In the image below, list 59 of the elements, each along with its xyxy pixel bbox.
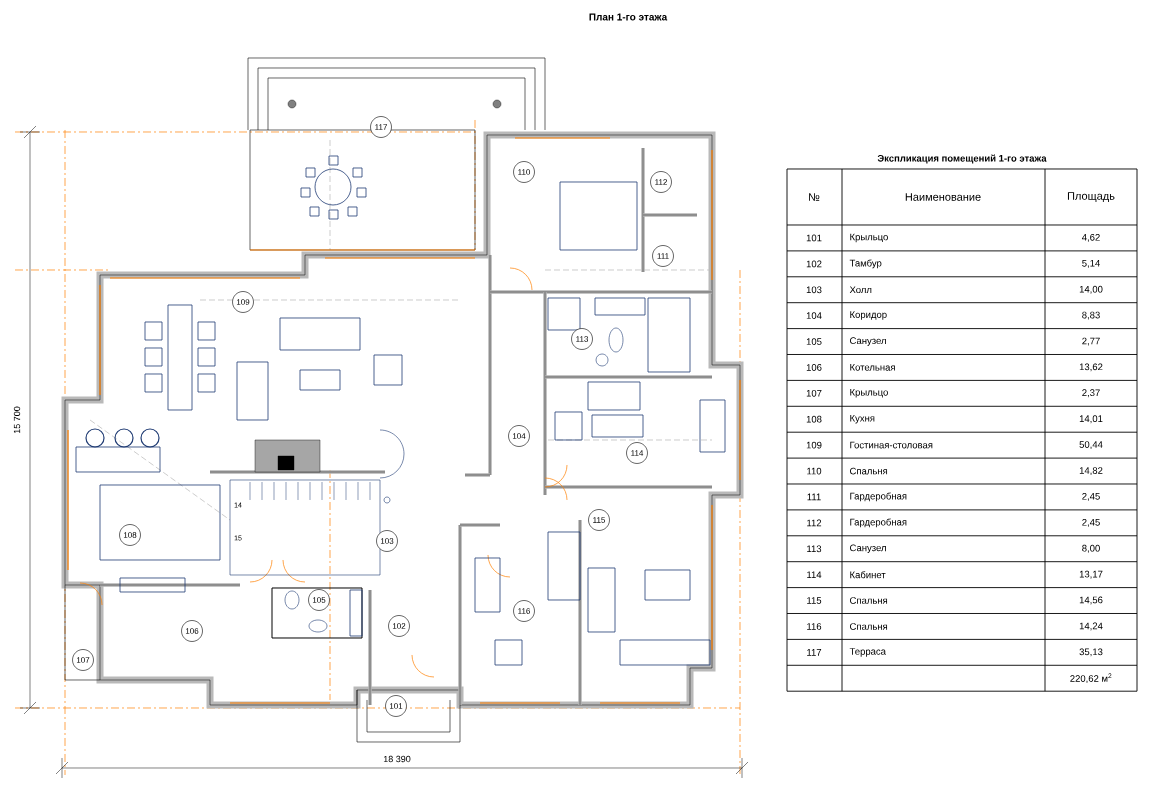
room-area: 2,45: [1082, 518, 1100, 527]
room-name: Терраса: [849, 648, 886, 657]
table-title: Экспликация помещений 1-го этажа: [877, 154, 1047, 164]
column-header: №: [809, 193, 820, 201]
room-name: Спальня: [850, 597, 888, 604]
room-name: Гардеробная: [850, 492, 907, 502]
room-number: 102: [806, 260, 822, 268]
room-number: 111: [807, 493, 821, 501]
room-area: 14,01: [1079, 415, 1103, 424]
room-number: 105: [806, 338, 822, 345]
room-number: 112: [807, 519, 822, 527]
room-area: 13,62: [1079, 363, 1103, 372]
room-number: 110: [807, 467, 822, 475]
room-name: Коридор: [850, 311, 887, 320]
room-area: 35,13: [1079, 648, 1103, 657]
room-number: 107: [806, 389, 822, 397]
room-area: 5,14: [1082, 260, 1100, 268]
room-name: Кухня: [850, 414, 875, 424]
dimension-text: 15 700: [13, 406, 21, 434]
room-number: 108: [806, 415, 822, 423]
room-number: 114: [807, 571, 822, 578]
room-name: Спальня: [850, 467, 888, 475]
room-name: Тамбур: [849, 259, 882, 269]
room-name: Гостиная-столовая: [850, 441, 933, 449]
room-number: 104: [806, 312, 822, 319]
room-area: 8,00: [1082, 544, 1100, 553]
room-number: 106: [806, 364, 822, 371]
room-area: 14,00: [1079, 285, 1103, 294]
room-name: Крыльцо: [850, 233, 888, 243]
room-name: Холл: [849, 286, 872, 294]
room-name: Санузел: [850, 544, 886, 554]
room-area: 2,77: [1082, 337, 1100, 346]
room-number: 117: [807, 649, 822, 656]
room-number: 116: [807, 623, 822, 630]
title: План 1-го этажа: [589, 13, 668, 21]
dimension-text: 18 390: [383, 755, 411, 763]
room-name: Санузел: [850, 337, 886, 346]
room-area: 2,37: [1082, 389, 1100, 398]
room-area: 14,82: [1079, 467, 1103, 476]
room-number: 101: [806, 234, 822, 242]
room-name: Кабинет: [850, 571, 886, 579]
room-area: 13,17: [1079, 570, 1103, 579]
room-area: 2,45: [1082, 492, 1100, 501]
column-header: Площадь: [1067, 192, 1115, 202]
room-name: Крыльцо: [850, 389, 888, 398]
room-number: 113: [807, 545, 822, 553]
room-area: 50,44: [1079, 441, 1103, 450]
room-name: Котельная: [850, 364, 895, 371]
room-area: 4,62: [1082, 233, 1100, 242]
column-header: Наименование: [905, 193, 981, 201]
room-name: Спальня: [850, 623, 888, 630]
room-number: 115: [807, 597, 822, 604]
room-name: Гардеробная: [850, 518, 907, 528]
room-area: 14,56: [1079, 596, 1103, 605]
room-number: 109: [806, 441, 822, 449]
room-number: 103: [806, 286, 822, 294]
total-area: 220,62 м$^{2}$: [1070, 673, 1112, 684]
room-area: 8,83: [1082, 311, 1100, 320]
room-area: 14,24: [1079, 622, 1103, 631]
